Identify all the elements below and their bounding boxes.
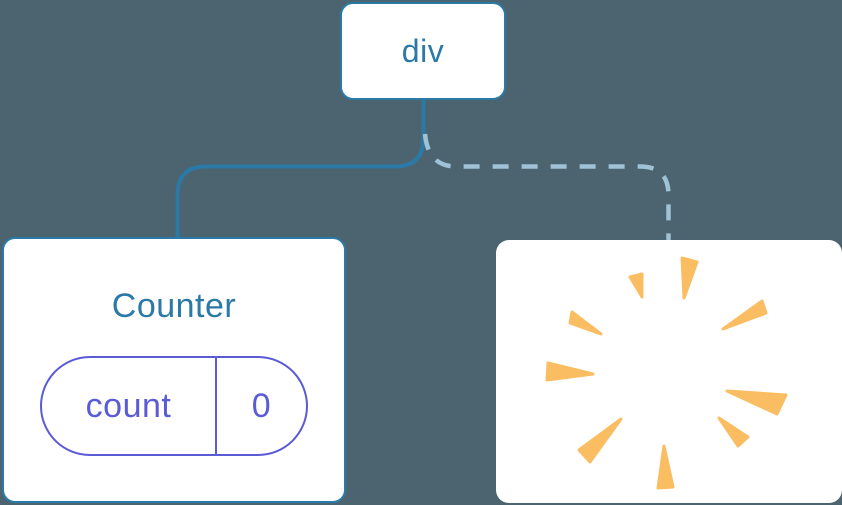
counter-title: Counter: [111, 287, 237, 325]
state-key-cell: count: [42, 358, 217, 454]
root-node-label: div: [401, 32, 445, 69]
removed-node-card: [496, 240, 842, 503]
counter-component-card: Counter count 0: [2, 237, 346, 503]
root-node: div: [340, 2, 506, 100]
state-value-cell: 0: [217, 358, 306, 454]
poof-burst-icon: [545, 256, 788, 490]
state-key-label: count: [85, 386, 172, 425]
state-value-label: 0: [251, 386, 272, 425]
state-pill: count 0: [40, 356, 308, 456]
edge-solid-div-to-counter: [175, 100, 426, 238]
edge-dashed-div-to-removed: [422, 133, 671, 241]
